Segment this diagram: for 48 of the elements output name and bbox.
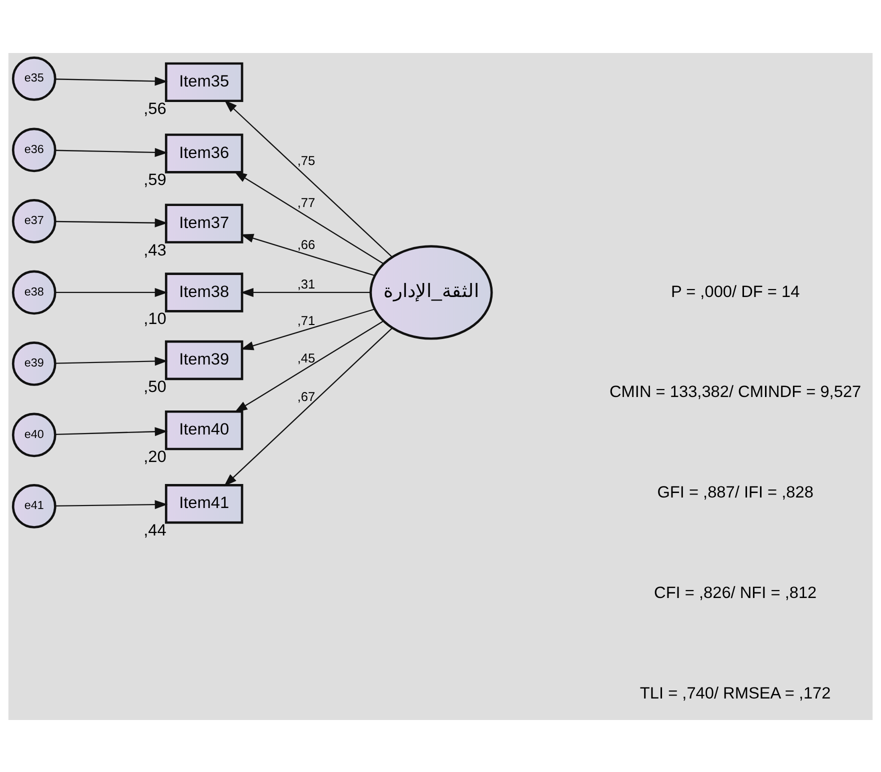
label: TLI = ,740/ RMSEA = ,172 bbox=[640, 684, 831, 702]
edge-label: ,75 bbox=[297, 152, 316, 168]
edge-label: ,77 bbox=[297, 194, 316, 210]
node-circle: e37 bbox=[12, 198, 56, 243]
arrow bbox=[240, 308, 374, 350]
edge-label: ,71 bbox=[297, 312, 316, 328]
node-circle: e41 bbox=[12, 484, 56, 528]
node-box: Item35 bbox=[164, 62, 244, 102]
node-circle: e39 bbox=[12, 341, 56, 386]
edge-label: ,66 bbox=[297, 236, 316, 252]
node-box: Item36 bbox=[164, 133, 244, 173]
node-label: ,20 bbox=[144, 448, 166, 466]
node-label: ,59 bbox=[144, 170, 166, 189]
arrow bbox=[55, 500, 168, 509]
node-circle: e38 bbox=[12, 270, 56, 314]
edge-label: ,45 bbox=[297, 350, 316, 365]
arrow bbox=[55, 76, 168, 86]
arrow bbox=[234, 170, 384, 264]
node-ellipse: الثقة_الإدارة bbox=[370, 244, 493, 340]
label: CMIN = 133,382/ CMINDF = 9,527 bbox=[610, 382, 862, 401]
arrow bbox=[224, 100, 392, 257]
label: GFI = ,887/ IFI = ,828 bbox=[657, 483, 814, 502]
arrow bbox=[224, 327, 392, 486]
arrow bbox=[55, 356, 168, 366]
arrow bbox=[240, 287, 370, 296]
arrow bbox=[240, 233, 375, 276]
node-box: Item40 bbox=[164, 410, 244, 450]
node-box: Item37 bbox=[164, 203, 244, 243]
arrow bbox=[55, 426, 168, 436]
arrow bbox=[55, 287, 168, 296]
node-box: Item38 bbox=[164, 272, 244, 312]
arrow bbox=[55, 218, 168, 227]
edge-label: ,31 bbox=[297, 276, 316, 292]
node-box: Item41 bbox=[164, 484, 244, 524]
node-label: ,43 bbox=[144, 240, 166, 259]
node-label: ,10 bbox=[144, 310, 166, 328]
arrow bbox=[234, 320, 384, 412]
node-label: ,50 bbox=[144, 377, 166, 396]
node-label: ,56 bbox=[144, 99, 166, 118]
node-circle: e40 bbox=[12, 412, 56, 457]
node-circle: e35 bbox=[12, 56, 56, 100]
arrow bbox=[55, 147, 168, 156]
node-box: Item39 bbox=[164, 340, 244, 380]
node-circle: e36 bbox=[12, 127, 56, 172]
label: P = ,000/ DF = 14 bbox=[670, 282, 800, 300]
label: CFI = ,826/ NFI = ,812 bbox=[654, 584, 817, 602]
node-label: ,44 bbox=[144, 521, 166, 540]
edge-label: ,67 bbox=[297, 388, 316, 404]
